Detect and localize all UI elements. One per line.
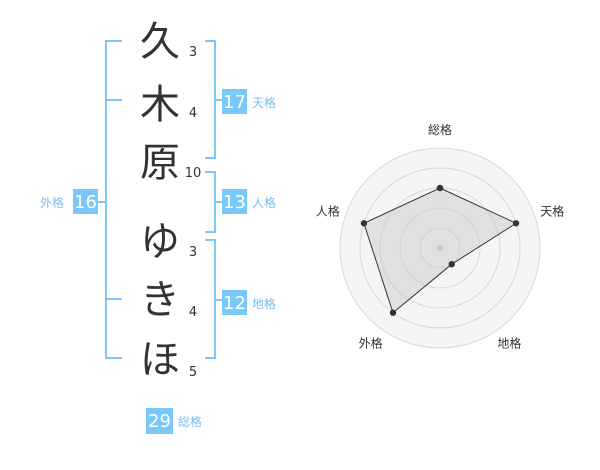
name-char-1: 久	[140, 19, 180, 65]
chikaku-badge	[222, 290, 247, 315]
radar-point-3	[448, 260, 455, 268]
name-char-2: 木	[140, 82, 180, 128]
radar-ring-1	[419, 227, 461, 269]
stroke-count-4: 3	[189, 245, 197, 260]
gaikaku-bracket	[105, 40, 122, 359]
radar-ring-2	[399, 207, 481, 289]
radar-axis-label-1: 総格	[428, 122, 452, 137]
radar-ring-5	[339, 147, 541, 349]
name-char-4: ゆ	[140, 219, 180, 265]
radar-axis-label-2: 天格	[540, 204, 564, 219]
name-strokes-diagram: 久 木 原 ゆ き ほ 3 4 10 3 4 5 17 天格 13 人格 12 …	[40, 19, 276, 434]
name-char-3: 原	[140, 140, 180, 186]
jinkaku-label: 人格	[252, 195, 276, 210]
radar-center-dot	[436, 244, 444, 252]
radar-ring-4	[359, 167, 521, 329]
jinkaku-bracket	[205, 171, 222, 233]
stroke-count-1: 3	[189, 45, 197, 60]
chikaku-label: 地格	[252, 296, 276, 311]
radar-axis-label-4: 外格	[359, 335, 383, 350]
gaikaku-badge	[73, 189, 98, 214]
radar-point-2	[512, 220, 520, 227]
gaikaku-value: 16	[74, 192, 97, 213]
radar-axis-label-3: 地格	[497, 335, 521, 350]
tenkaku-badge	[222, 89, 247, 114]
stroke-count-3: 10	[185, 166, 202, 181]
stroke-count-5: 4	[189, 305, 197, 320]
tenkaku-value: 17	[223, 92, 246, 113]
name-char-6: ほ	[140, 337, 180, 383]
radar-point-4	[389, 309, 397, 316]
soukaku-badge	[146, 408, 173, 434]
radar-axis-label-5: 人格	[316, 204, 340, 219]
soukaku-value: 29	[148, 411, 171, 432]
radar-point-5	[360, 220, 368, 227]
jinkaku-badge	[222, 189, 247, 214]
tenkaku-bracket	[205, 40, 222, 159]
chikaku-value: 12	[223, 293, 246, 314]
tenkaku-label: 天格	[252, 95, 276, 110]
name-char-5: き	[140, 277, 180, 323]
stroke-count-6: 5	[189, 365, 197, 380]
chikaku-bracket	[205, 239, 222, 359]
stroke-count-2: 4	[189, 106, 197, 121]
jinkaku-value: 13	[223, 192, 246, 213]
gaikaku-label: 外格	[40, 195, 64, 210]
soukaku-label: 総格	[178, 414, 202, 429]
radar-point-1	[436, 184, 444, 192]
